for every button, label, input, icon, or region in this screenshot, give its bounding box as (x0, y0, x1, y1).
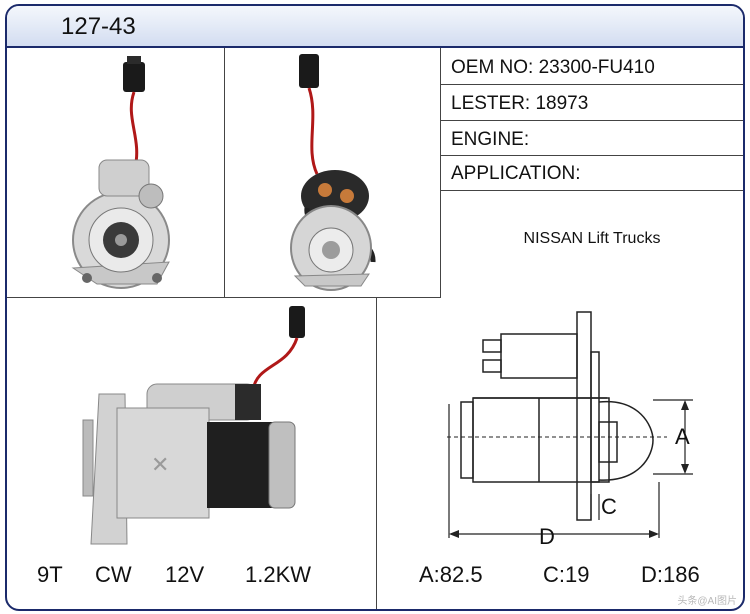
application-value: NISSAN Lift Trucks (523, 230, 661, 247)
application-label: APPLICATION: (451, 163, 581, 184)
photo-cell-solenoid (225, 48, 441, 298)
oem-number: OEM NO: 23300-FU410 (451, 57, 655, 78)
diagram-label-c: C (601, 494, 617, 519)
spec-teeth: 9T (37, 562, 63, 587)
spec-voltage: 12V (165, 562, 205, 587)
spec-dim-a: A:82.5 (419, 562, 483, 587)
title-bar: 127-43 (7, 6, 743, 48)
svg-text:✕: ✕ (151, 452, 169, 477)
diagram-label-a: A (675, 424, 690, 449)
spec-dim-d: D:186 (641, 562, 700, 587)
diagram-label-d: D (539, 524, 555, 549)
oem-row: OEM NO: 23300-FU410 (441, 48, 743, 85)
spec-dim-c: C:19 (543, 562, 590, 587)
dimension-diagram: A C D (447, 311, 693, 549)
starter-solenoid-photo (290, 54, 376, 291)
engine-label: ENGINE: (451, 129, 530, 150)
photo-cell-side (7, 298, 377, 609)
watermark: 头条@AI图片 (677, 596, 737, 607)
application-row: APPLICATION: (441, 156, 743, 191)
starter-front-photo (71, 56, 170, 289)
spec-rotation: CW (95, 562, 132, 587)
lester-row: LESTER: 18973 (441, 85, 743, 121)
model-number: 127-43 (61, 13, 136, 40)
starter-side-photo: ✕ (82, 306, 305, 545)
engine-row: ENGINE: (441, 121, 743, 156)
photo-cell-front (7, 48, 225, 298)
product-card: 127-43 OEM NO: 23300-FU410 LESTER: 18973… (5, 4, 745, 611)
spec-power: 1.2KW (245, 562, 312, 587)
lester-number: LESTER: 18973 (451, 93, 589, 114)
